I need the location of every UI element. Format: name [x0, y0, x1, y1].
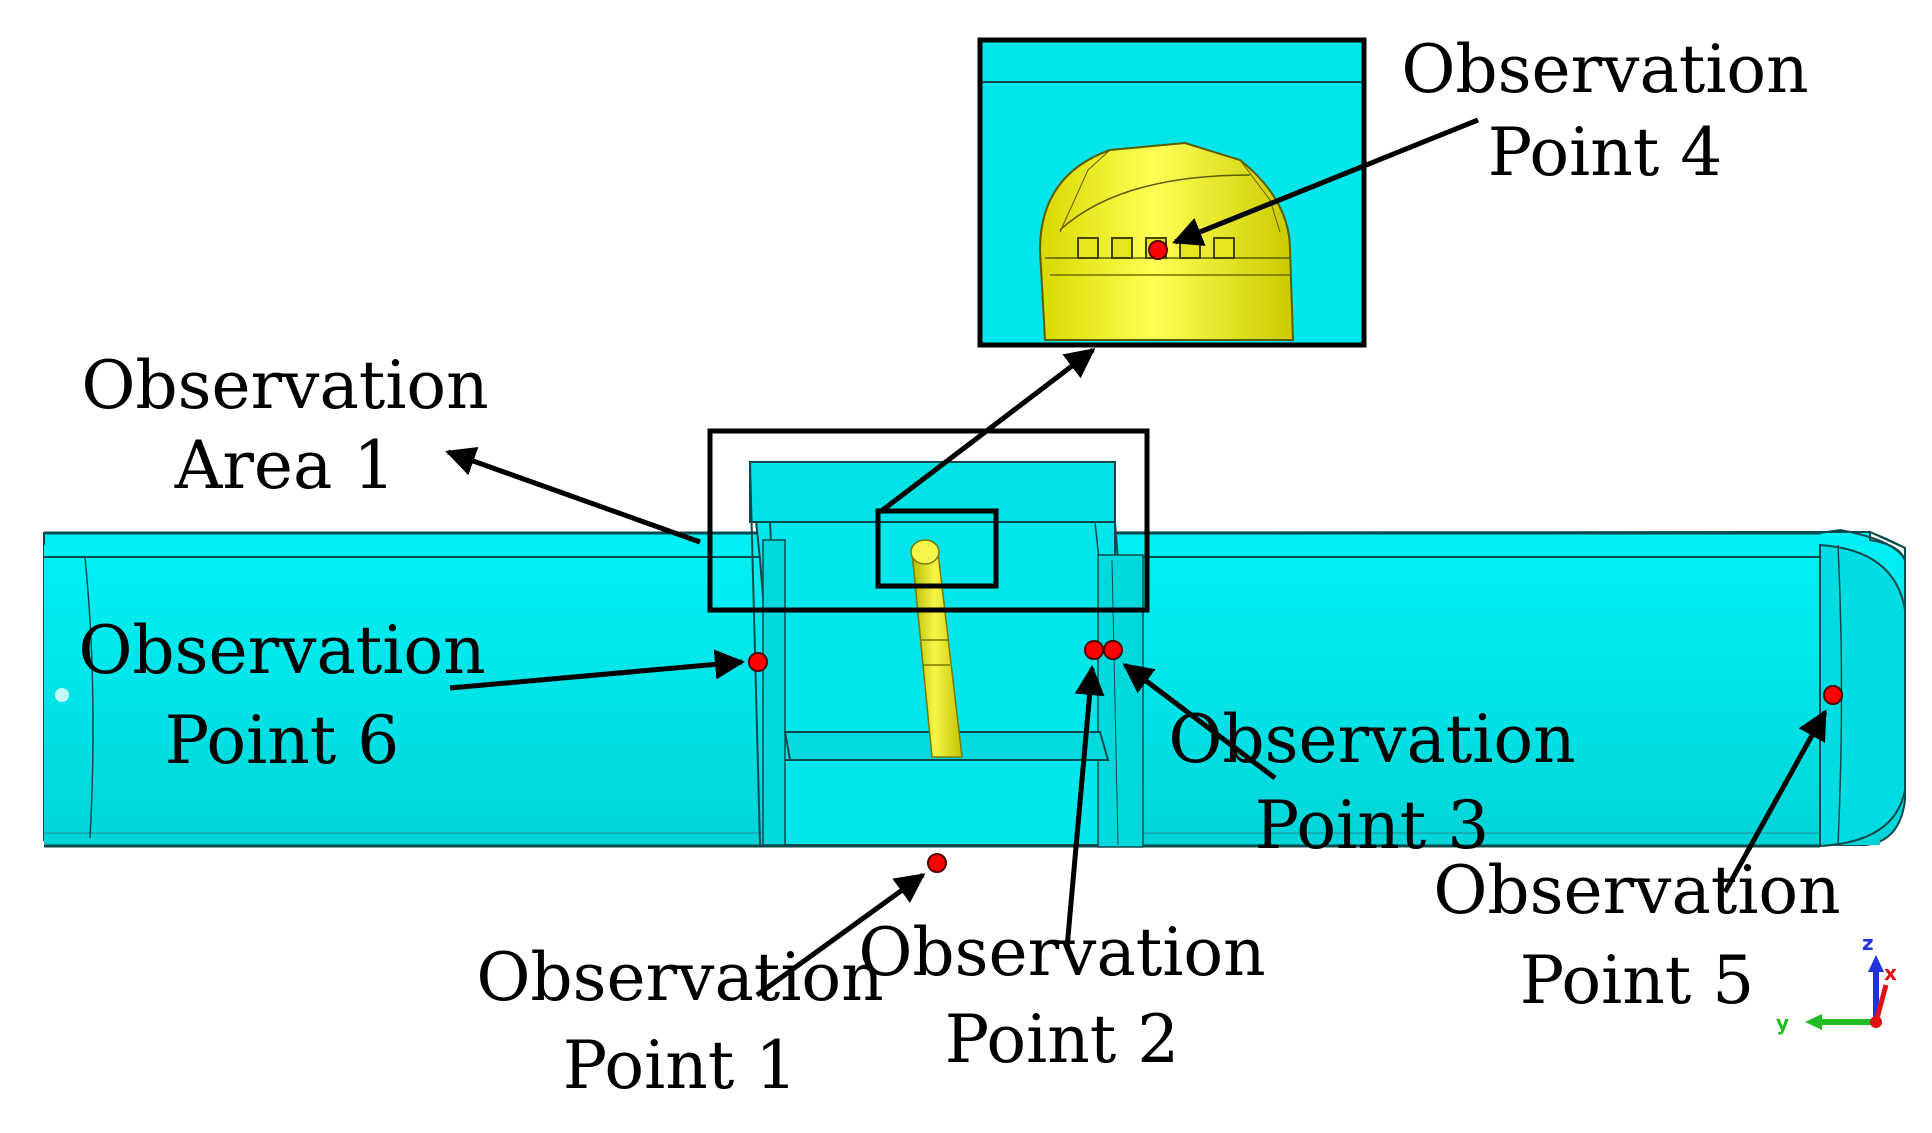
marker-point-3	[1103, 640, 1123, 660]
marker-point-5	[1823, 685, 1843, 705]
leader-arrows	[445, 117, 1828, 998]
label-point-6: Observation Point 6	[78, 612, 485, 779]
y-axis-label: y	[1776, 1011, 1789, 1035]
label-point-5-line1: Observation	[1433, 852, 1840, 929]
marker-point-2	[1084, 640, 1104, 660]
marker-point-4	[1148, 240, 1168, 260]
label-point-2-line1: Observation	[858, 914, 1265, 991]
axis-triad: z y x	[1776, 931, 1897, 1035]
body-highlight	[55, 688, 69, 702]
x-axis-label: x	[1884, 961, 1897, 985]
label-area-1-line1: Observation	[81, 347, 488, 424]
label-point-2: Observation Point 2	[858, 914, 1265, 1078]
housing-block	[748, 461, 1144, 848]
arrow-point-3	[1122, 663, 1277, 780]
arrow-point-4	[1172, 117, 1479, 246]
zoom-inset	[977, 37, 1367, 348]
observation-area-1-frame	[707, 428, 1150, 613]
label-point-6-line2: Point 6	[165, 702, 400, 779]
label-point-4-line2: Point 4	[1488, 114, 1723, 191]
label-point-5: Observation Point 5	[1433, 852, 1840, 1019]
label-point-2-line2: Point 2	[945, 1001, 1180, 1078]
label-point-1-line1: Observation	[476, 939, 883, 1016]
label-point-3: Observation Point 3	[1168, 701, 1575, 864]
label-point-1-line2: Point 1	[563, 1027, 798, 1104]
label-point-6-line1: Observation	[78, 612, 485, 689]
arrow-point-1	[755, 872, 926, 998]
label-area-1-line2: Area 1	[174, 427, 396, 504]
observation-markers	[748, 240, 1843, 873]
arrow-point-2	[1064, 665, 1105, 949]
label-point-3-line2: Point 3	[1255, 787, 1490, 864]
label-point-1: Observation Point 1	[476, 939, 883, 1104]
arrow-zoom	[878, 348, 1096, 514]
label-point-3-line1: Observation	[1168, 701, 1575, 778]
zoom-source-frame	[875, 508, 999, 589]
label-point-4: Observation Point 4	[1401, 31, 1808, 191]
arrow-point-6	[449, 649, 745, 691]
label-point-5-line2: Point 5	[1520, 942, 1755, 1019]
marker-point-6	[748, 652, 768, 672]
arrow-area-1	[445, 446, 701, 545]
yellow-rod	[910, 539, 963, 758]
z-axis-label: z	[1862, 931, 1874, 955]
arrow-point-5	[1722, 709, 1828, 894]
x-axis-arrow	[1873, 984, 1889, 1023]
marker-point-1	[927, 853, 947, 873]
label-point-4-line1: Observation	[1401, 31, 1808, 108]
label-area-1: Observation Area 1	[81, 347, 488, 504]
